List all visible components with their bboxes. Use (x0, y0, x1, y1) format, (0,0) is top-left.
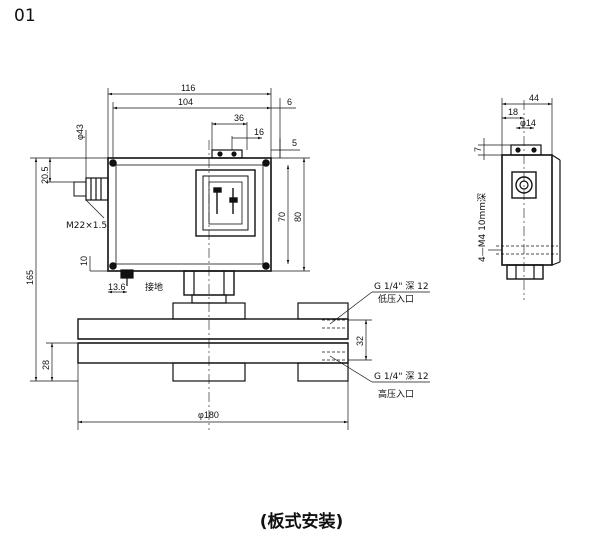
side-view (496, 100, 561, 300)
caption: (板式安装) (259, 512, 344, 532)
dim-104: 104 (178, 97, 193, 107)
label-low-port-thread: G 1/4" 深 12 (374, 281, 429, 292)
dim-13-6: 13.6 (108, 282, 126, 292)
page-label: 01 (14, 6, 36, 26)
top-plate (77, 318, 349, 340)
dim-20-5: 20.5 (40, 166, 50, 184)
side-dimension-lines (478, 98, 553, 251)
technical-drawing: 116 104 6 36 16 5 φ43 20.5 80 70 10 165 … (25, 83, 561, 430)
dim-165: 165 (25, 270, 35, 285)
side-dim-phi14: φ14 (520, 118, 536, 128)
dim-6: 6 (287, 97, 292, 107)
dim-116: 116 (181, 83, 195, 93)
high-pressure-port-block (297, 362, 349, 382)
corner-screws (109, 159, 270, 270)
dim-80: 80 (293, 212, 303, 222)
housing-inner-frame (115, 164, 264, 265)
dim-phi43: φ43 (75, 124, 85, 140)
side-dim-18: 18 (508, 107, 518, 117)
dim-phi180: φ180 (198, 410, 219, 420)
label-cable-thread: M22×1.5 (66, 221, 107, 231)
adjustment-window (195, 169, 256, 237)
dim-36: 36 (234, 113, 244, 123)
cable-gland (73, 177, 109, 201)
label-high-port-name: 高压入口 (378, 388, 414, 400)
side-dim-44: 44 (529, 93, 539, 103)
label-high-port-thread: G 1/4" 深 12 (374, 371, 429, 382)
dim-16: 16 (254, 127, 264, 137)
label-low-port-name: 低压入口 (378, 293, 414, 305)
dim-32: 32 (355, 336, 365, 346)
bottom-plate (77, 342, 349, 364)
low-pressure-port-block (297, 302, 349, 320)
adjustment-scale (213, 187, 238, 214)
switch-housing (107, 157, 272, 272)
dim-70: 70 (277, 212, 287, 222)
dim-28: 28 (41, 360, 51, 370)
side-mount-holes (496, 245, 558, 255)
label-ground: 接地 (145, 281, 163, 293)
front-dimension-lines (30, 88, 430, 430)
dim-5: 5 (292, 138, 297, 148)
dim-10: 10 (79, 256, 89, 266)
front-view (73, 140, 349, 430)
side-label-mount-holes: 4—M4 10mm深 (477, 193, 488, 262)
ground-screw (120, 269, 134, 286)
port-threads (322, 319, 346, 361)
side-dim-7: 7 (473, 147, 483, 152)
side-top-cap (510, 144, 542, 156)
side-hex-nut (506, 264, 544, 280)
top-cap-screw (211, 149, 243, 159)
